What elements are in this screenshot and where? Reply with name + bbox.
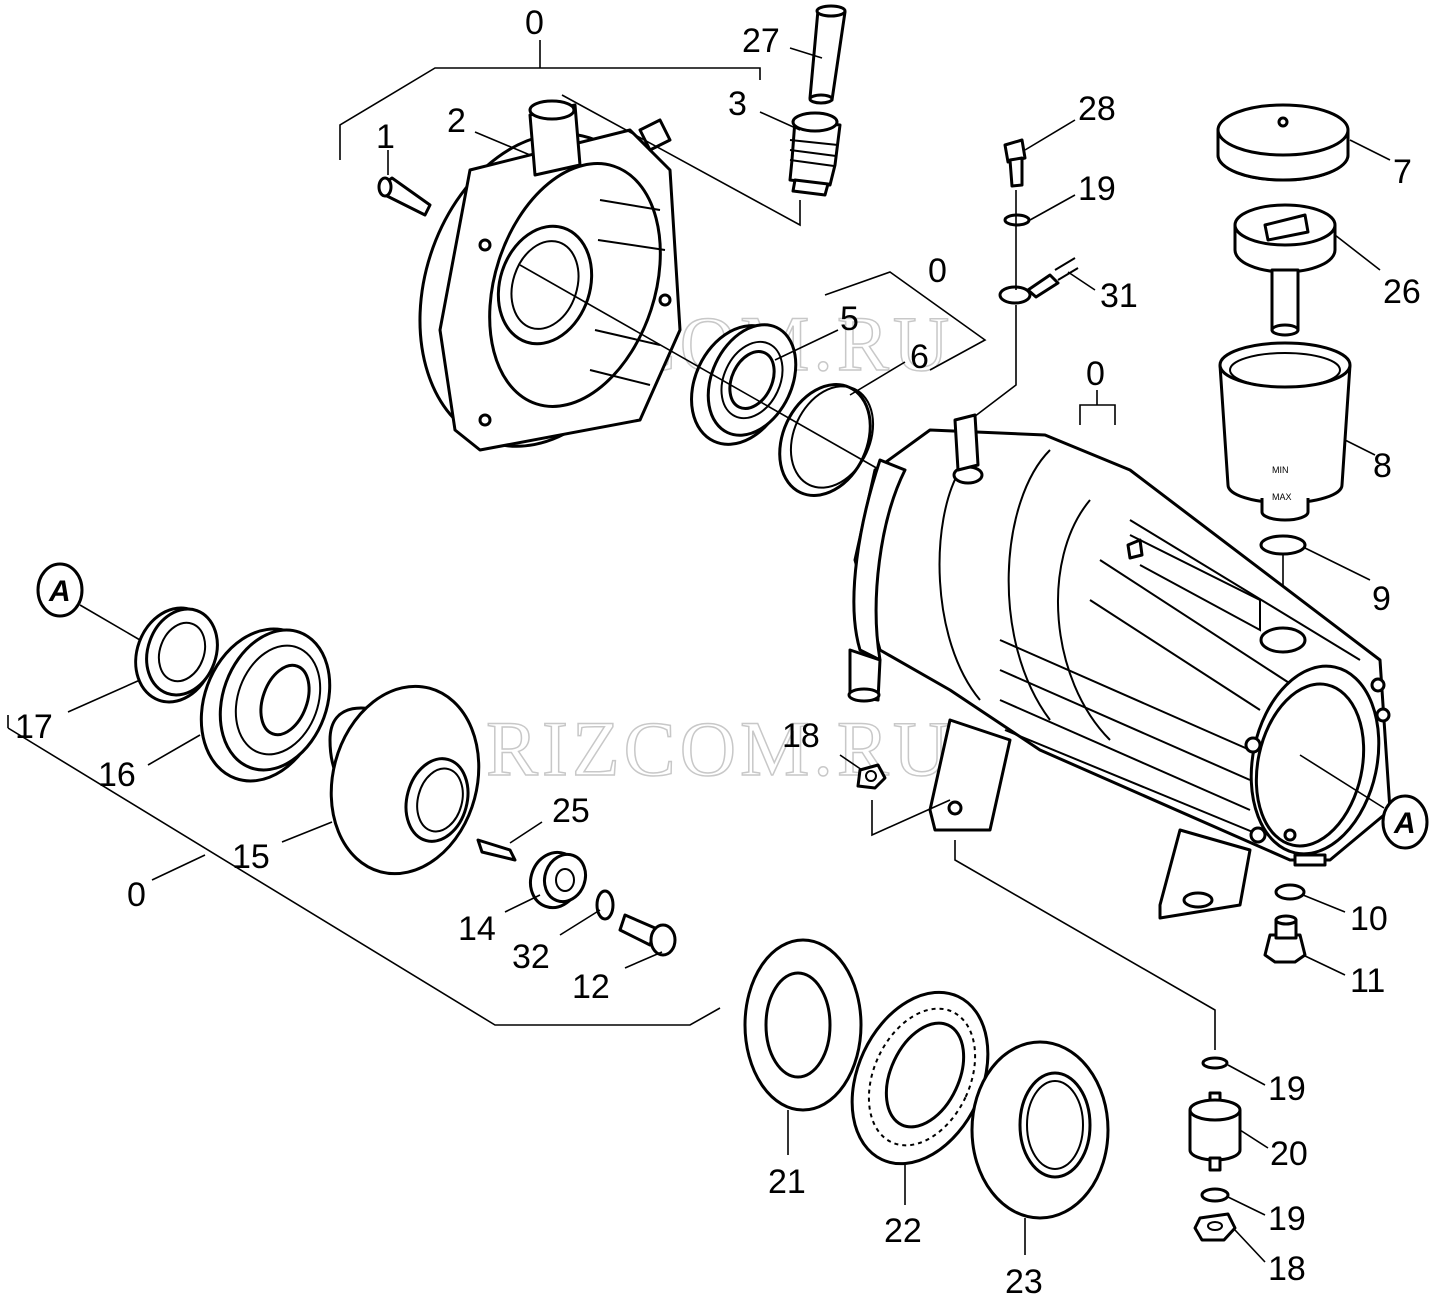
- part-main-housing: [847, 413, 1392, 920]
- label-19-top: 19: [1078, 170, 1116, 208]
- label-19-bottom: 19: [1268, 1200, 1306, 1238]
- cup-max-mark: MAX: [1272, 492, 1292, 502]
- svg-text:A: A: [48, 575, 71, 608]
- label-23: 23: [1005, 1263, 1043, 1301]
- label-20: 20: [1270, 1135, 1308, 1173]
- part-27-hose: [808, 4, 847, 105]
- label-0-housing: 0: [1086, 355, 1105, 393]
- part-15-eccentric: [328, 684, 481, 876]
- part-11-drain-plug: [1263, 914, 1307, 964]
- leader-lines: [67, 47, 1391, 1263]
- part-19-washer-mid: [1201, 1056, 1229, 1070]
- part-16-tapered-bearing: [199, 627, 332, 783]
- svg-text:A: A: [1393, 807, 1416, 840]
- part-25-key: [476, 838, 517, 862]
- label-12: 12: [572, 968, 610, 1006]
- part-32-lock-washer: [595, 889, 615, 921]
- label-17: 17: [15, 708, 53, 746]
- part-23-bearing-disc: [970, 1040, 1110, 1220]
- label-7: 7: [1393, 153, 1412, 191]
- bracket-top-assembly: [339, 40, 761, 160]
- part-17-shaft-seal: [134, 606, 219, 704]
- leader-terminal-housing: [969, 305, 1017, 421]
- label-18-bottom: 18: [1268, 1250, 1306, 1288]
- cup-min-mark: MIN: [1272, 465, 1289, 475]
- label-25: 25: [552, 792, 590, 830]
- label-0-left: 0: [127, 876, 146, 914]
- part-12-screw: [618, 913, 677, 957]
- bracket-foot: [871, 799, 951, 837]
- part-2-flange-housing: [418, 99, 682, 452]
- leader-foot-mount: [954, 840, 1216, 1050]
- callout-labels: 0 27 3 2 1 28 7 19 26 31 0 5 6 0 8 9 17 …: [15, 4, 1421, 1301]
- part-26-cup-plug: [1233, 203, 1337, 337]
- part-31-cable-terminal: [998, 257, 1079, 305]
- part-21-thrust-washer: [743, 938, 863, 1112]
- label-26: 26: [1383, 273, 1421, 311]
- part-8-oil-cup: MIN MAX: [1218, 341, 1352, 522]
- part-7-cap: [1216, 103, 1350, 182]
- label-16: 16: [98, 756, 136, 794]
- label-18-mid: 18: [782, 717, 820, 755]
- label-22: 22: [884, 1212, 922, 1250]
- part-6-ring: [778, 383, 875, 497]
- bracket-bearing-group: [824, 271, 987, 371]
- leader-housing-fitting: [561, 94, 801, 227]
- part-19-washer-top: [1003, 213, 1031, 227]
- label-15: 15: [232, 838, 270, 876]
- part-20-rubber-mount: [1188, 1091, 1242, 1172]
- part-19-washer-bottom: [1200, 1187, 1230, 1203]
- label-19-mid: 19: [1268, 1070, 1306, 1108]
- label-0-top: 0: [525, 4, 544, 42]
- label-32: 32: [512, 938, 550, 976]
- label-14: 14: [458, 910, 496, 948]
- label-5: 5: [840, 300, 859, 338]
- label-2: 2: [447, 102, 466, 140]
- leader-shaft-axis: [519, 264, 881, 471]
- part-18-nut-mid: [856, 763, 887, 790]
- part-14-washer: [528, 850, 588, 910]
- label-11: 11: [1350, 962, 1385, 1000]
- part-10-o-ring: [1274, 883, 1306, 901]
- label-28: 28: [1078, 90, 1116, 128]
- bracket-housing: [1079, 390, 1116, 425]
- label-1: 1: [376, 118, 395, 156]
- label-21: 21: [768, 1163, 806, 1201]
- part-3-fitting: [788, 111, 842, 197]
- bracket-left-group: [7, 715, 721, 1026]
- label-10: 10: [1350, 900, 1388, 938]
- label-0-bearing: 0: [928, 252, 947, 290]
- part-1-screw: [377, 176, 432, 217]
- part-18-nut-bottom: [1193, 1212, 1237, 1242]
- reference-marker-a-left: A: [36, 562, 141, 641]
- reference-marker-a-right: A: [1299, 754, 1429, 850]
- label-3: 3: [728, 85, 747, 123]
- label-31: 31: [1100, 277, 1138, 315]
- part-5-ball-bearing: [690, 323, 798, 446]
- part-9-o-ring: [1259, 534, 1307, 556]
- label-6: 6: [910, 338, 929, 376]
- label-9: 9: [1372, 580, 1391, 618]
- label-8: 8: [1373, 447, 1392, 485]
- part-28-bolt: [1003, 138, 1027, 188]
- label-27: 27: [742, 22, 780, 60]
